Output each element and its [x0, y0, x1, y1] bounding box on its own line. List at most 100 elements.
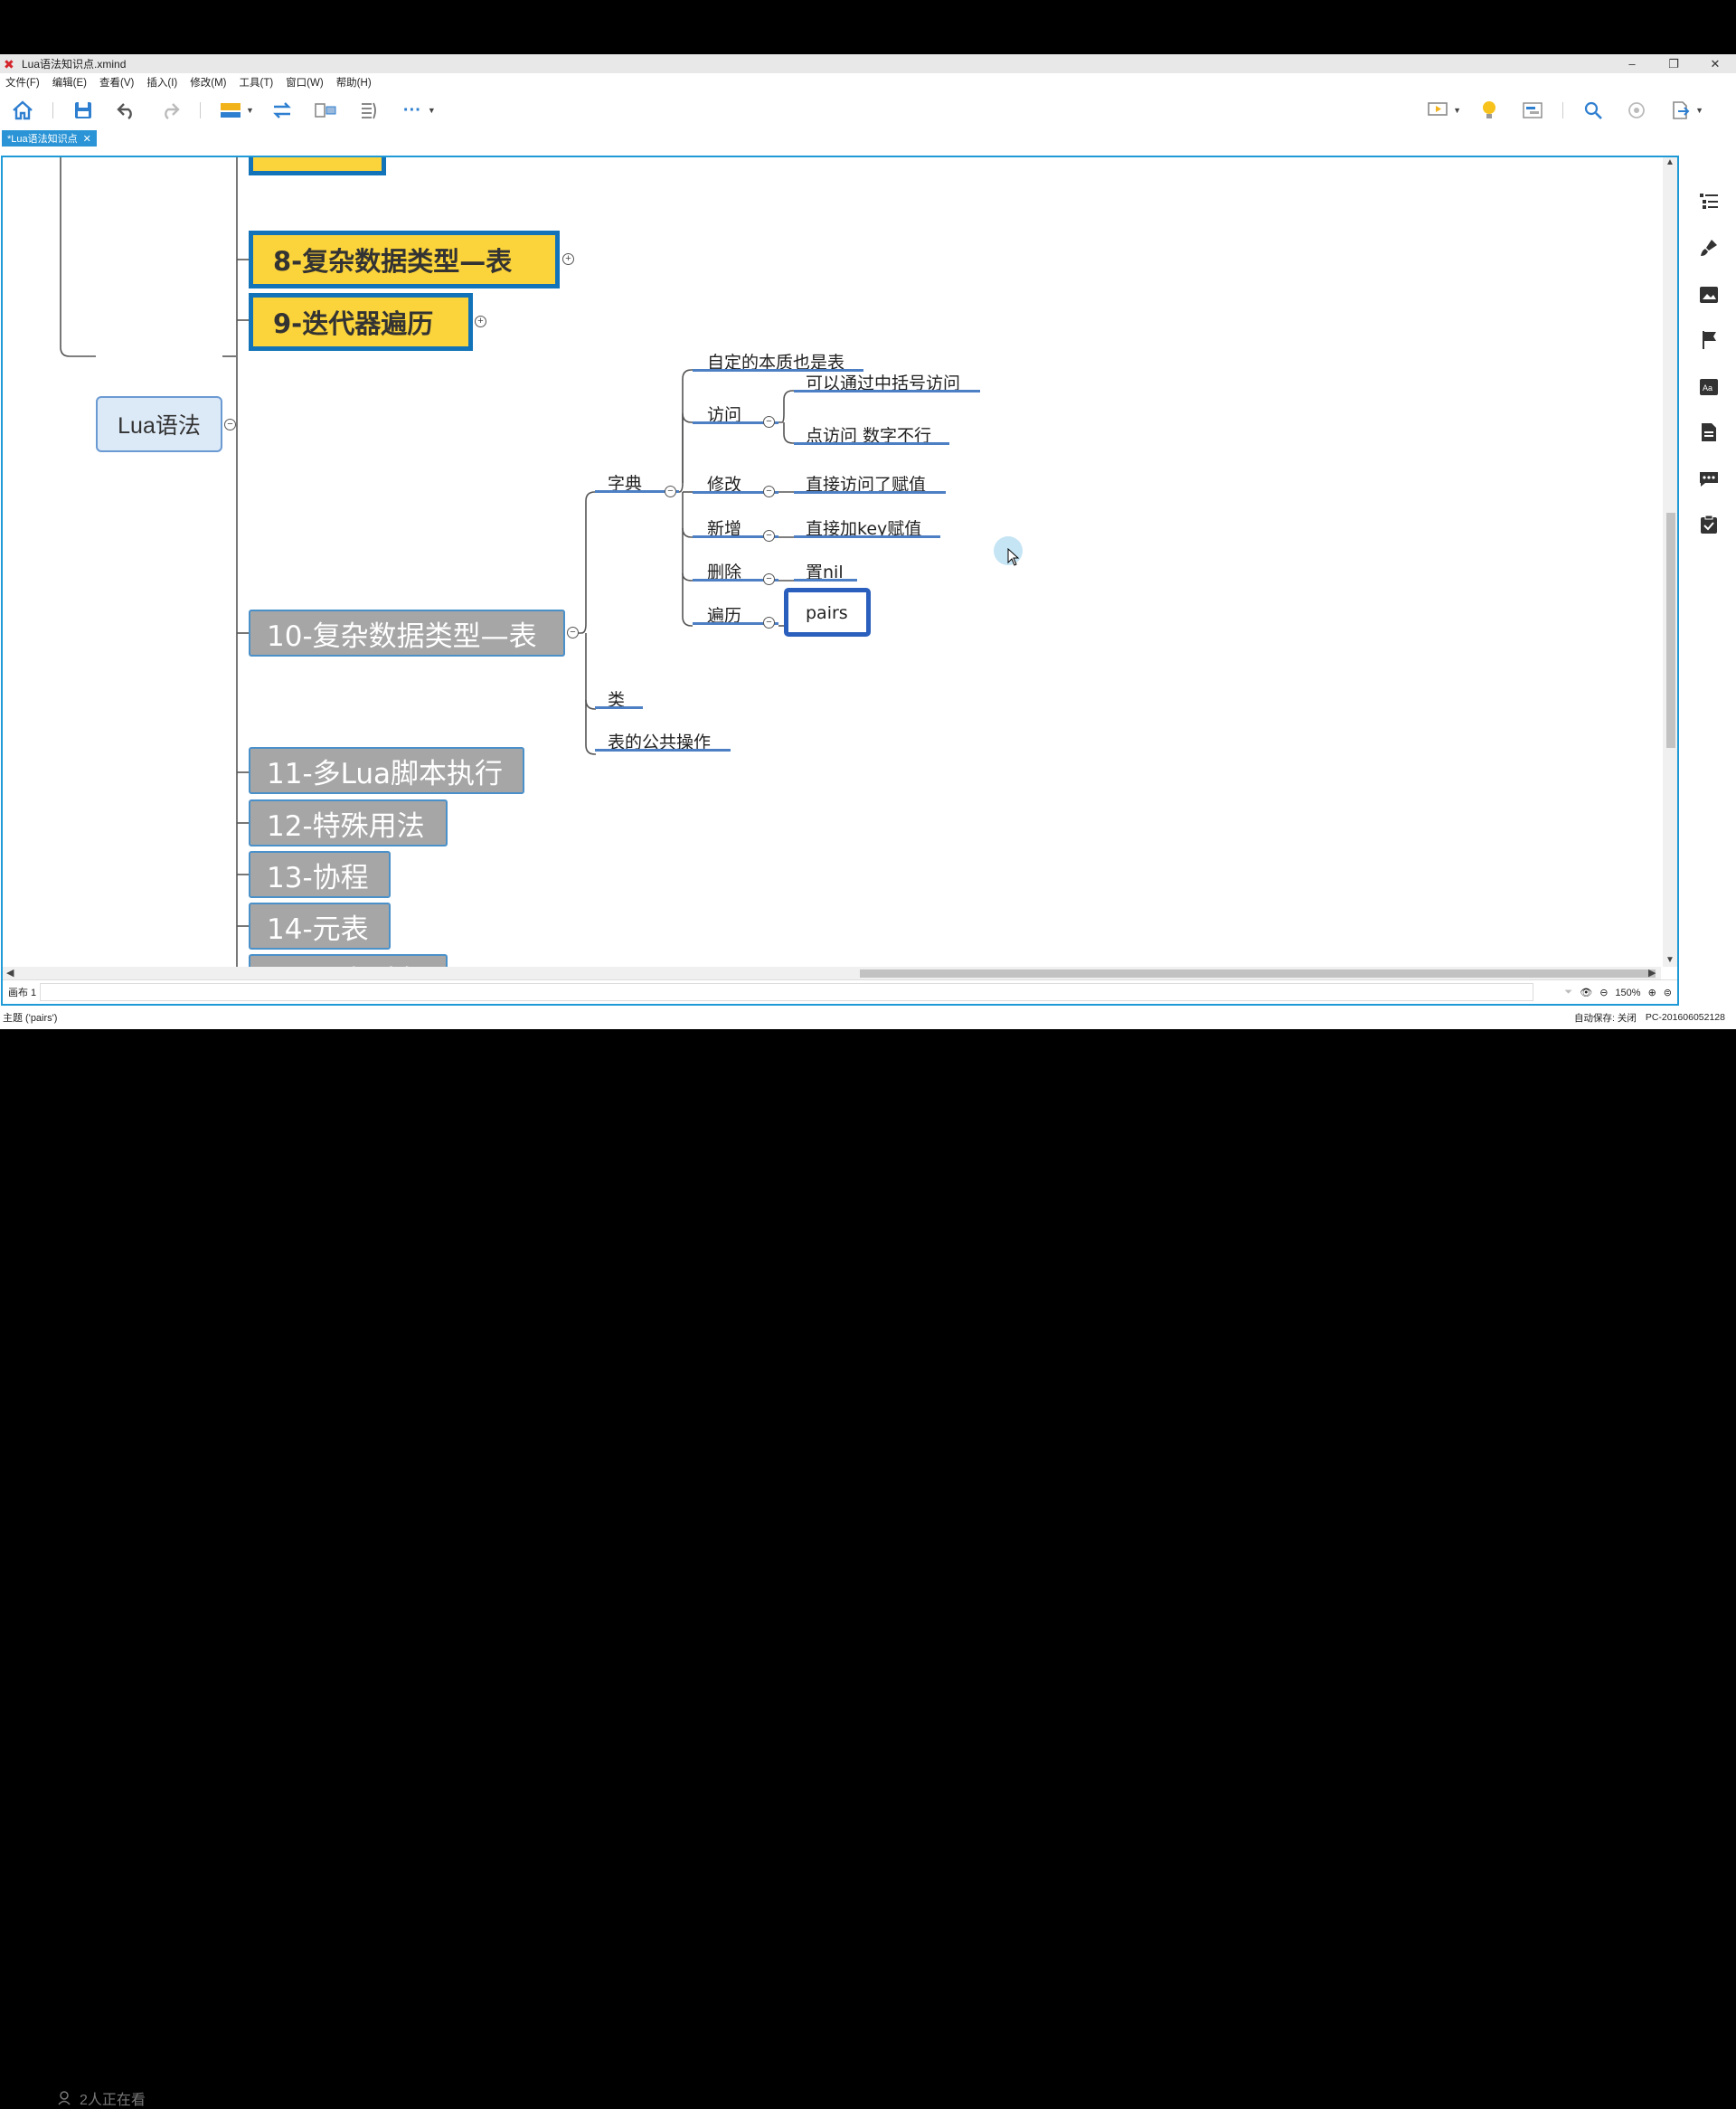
- scroll-left-icon[interactable]: ◀: [6, 968, 14, 979]
- notes-document-icon[interactable]: [1698, 421, 1720, 443]
- zoom-menu-icon[interactable]: ⊜: [1663, 988, 1672, 998]
- redo-icon[interactable]: [156, 97, 184, 124]
- zoom-out-icon[interactable]: ⊖: [1599, 988, 1609, 998]
- tab-close-icon[interactable]: ✕: [82, 133, 91, 145]
- subtopic-delete[interactable]: 删除: [707, 563, 742, 582]
- viewers-icon: [58, 2091, 71, 2105]
- subtopic-iterate-pairs[interactable]: pairs: [806, 603, 848, 623]
- menu-view[interactable]: 查看(V): [99, 78, 135, 89]
- subtopic-class[interactable]: 类: [608, 690, 626, 710]
- expand-toggle-icon[interactable]: +: [562, 253, 574, 265]
- export-icon[interactable]: [1666, 97, 1694, 124]
- mindmap-canvas[interactable]: 8-复杂数据类型—表 + 9-迭代器遍历 + Lua语法 − 10-复杂数据类型…: [3, 157, 1661, 967]
- subtopic-iterate[interactable]: 遍历: [707, 606, 742, 626]
- close-window-button[interactable]: ✕: [1710, 57, 1721, 71]
- view-eye-icon[interactable]: 👁: [1580, 988, 1593, 998]
- summary-icon[interactable]: [312, 97, 339, 124]
- outline-list-icon[interactable]: [1698, 190, 1720, 212]
- topic-7-partial[interactable]: [249, 157, 386, 175]
- collapse-toggle-icon[interactable]: −: [763, 573, 775, 585]
- subtopic-delete-value[interactable]: 置nil: [806, 563, 844, 582]
- collapse-toggle-icon[interactable]: −: [665, 486, 676, 497]
- subtopic-access[interactable]: 访问: [707, 405, 742, 425]
- comments-icon[interactable]: [1698, 468, 1720, 490]
- boundary-icon[interactable]: [355, 97, 382, 124]
- zoom-in-icon[interactable]: ⊕: [1647, 988, 1656, 998]
- vertical-scroll-thumb[interactable]: [1666, 513, 1675, 748]
- menu-edit[interactable]: 编辑(E): [52, 78, 88, 89]
- format-brush-icon[interactable]: [1698, 237, 1720, 259]
- sticker-text-icon[interactable]: Aa: [1698, 376, 1720, 398]
- filter-icon[interactable]: ⏷: [1564, 987, 1573, 998]
- collapse-toggle-icon[interactable]: −: [567, 627, 579, 638]
- menu-tools[interactable]: 工具(T): [239, 78, 274, 89]
- topic-14[interactable]: 14-元表: [249, 903, 391, 950]
- presentation-dropdown-icon[interactable]: ▼: [1453, 106, 1462, 115]
- topic-dropdown-icon[interactable]: ▼: [246, 106, 254, 115]
- marker-flag-icon[interactable]: [1698, 329, 1720, 351]
- collapse-toggle-icon[interactable]: −: [763, 416, 775, 428]
- minimize-button[interactable]: –: [1628, 57, 1636, 71]
- document-tab-label: *Lua语法知识点: [7, 134, 78, 145]
- menu-insert[interactable]: 插入(I): [146, 78, 178, 89]
- topic-10[interactable]: 10-复杂数据类型—表: [249, 610, 565, 657]
- collapse-toggle-icon[interactable]: −: [763, 530, 775, 542]
- export-dropdown-icon[interactable]: ▼: [1695, 106, 1703, 115]
- subtopic-add-value[interactable]: 直接加key赋值: [806, 519, 922, 539]
- topic-15[interactable]: 15-面向对象: [249, 954, 448, 967]
- topic-9-label: 9-迭代器遍历: [273, 308, 434, 339]
- collapse-toggle-icon[interactable]: −: [224, 419, 236, 430]
- subtopic-essence[interactable]: 自定的本质也是表: [707, 353, 845, 373]
- scroll-up-icon[interactable]: ▲: [1665, 157, 1675, 167]
- topic-9[interactable]: 9-迭代器遍历: [249, 293, 473, 351]
- sheet-tab[interactable]: 画布 1: [8, 988, 37, 998]
- horizontal-scroll-thumb[interactable]: [860, 969, 1656, 978]
- presentation-icon[interactable]: [1424, 97, 1451, 124]
- vertical-scrollbar[interactable]: ▲ ▼: [1663, 157, 1677, 967]
- autosave-status[interactable]: 自动保存: 关闭: [1573, 1012, 1637, 1024]
- topic-11[interactable]: 11-多Lua脚本执行: [249, 747, 524, 794]
- zoom-level[interactable]: 150%: [1615, 987, 1641, 998]
- task-clipboard-icon[interactable]: [1698, 514, 1720, 535]
- scroll-right-icon[interactable]: ▶: [1648, 968, 1656, 979]
- share-icon[interactable]: [1623, 97, 1650, 124]
- more-dropdown-icon[interactable]: ▼: [427, 106, 436, 115]
- topic-13-label: 13-协程: [267, 861, 369, 894]
- image-icon[interactable]: [1698, 284, 1720, 306]
- subtopic-modify[interactable]: 修改: [707, 475, 742, 495]
- collapse-toggle-icon[interactable]: −: [763, 486, 775, 497]
- relationship-icon[interactable]: [269, 97, 296, 124]
- scroll-down-icon[interactable]: ▼: [1665, 955, 1675, 965]
- subtopic-access-dot[interactable]: 点访问 数字不行: [806, 426, 932, 446]
- undo-icon[interactable]: [113, 97, 140, 124]
- menu-help[interactable]: 帮助(H): [335, 78, 372, 89]
- selected-topic-pairs[interactable]: [784, 588, 871, 637]
- subtopic-modify-value[interactable]: 直接访问了赋值: [806, 475, 927, 495]
- gantt-icon[interactable]: [1519, 97, 1546, 124]
- menu-file[interactable]: 文件(F): [5, 78, 40, 89]
- horizontal-scrollbar[interactable]: ◀ ▶: [3, 967, 1661, 979]
- topic-13[interactable]: 13-协程: [249, 851, 391, 898]
- save-icon[interactable]: [70, 97, 97, 124]
- more-icon[interactable]: ···: [402, 99, 421, 120]
- collapse-toggle-icon[interactable]: −: [763, 617, 775, 629]
- restore-button[interactable]: ❐: [1668, 57, 1679, 71]
- topic-insert-icon[interactable]: [217, 97, 244, 124]
- topic-8[interactable]: 8-复杂数据类型—表: [249, 231, 560, 288]
- menu-window[interactable]: 窗口(W): [286, 78, 324, 89]
- menu-bar: 文件(F) 编辑(E) 查看(V) 插入(I) 修改(M) 工具(T) 窗口(W…: [0, 73, 1736, 91]
- home-icon[interactable]: [9, 97, 36, 124]
- underline: [794, 442, 949, 445]
- subtopic-dict[interactable]: 字典: [608, 474, 643, 494]
- brainstorm-bulb-icon[interactable]: [1476, 97, 1503, 124]
- menu-modify[interactable]: 修改(M): [190, 78, 227, 89]
- document-tab-bar: *Lua语法知识点 ✕: [0, 129, 1736, 147]
- subtopic-common-ops[interactable]: 表的公共操作: [608, 733, 712, 752]
- expand-toggle-icon[interactable]: +: [475, 316, 486, 327]
- subtopic-access-bracket[interactable]: 可以通过中括号访问: [806, 374, 961, 393]
- central-topic[interactable]: Lua语法: [96, 396, 222, 452]
- document-tab[interactable]: *Lua语法知识点 ✕: [2, 130, 97, 147]
- search-icon[interactable]: [1580, 97, 1607, 124]
- subtopic-add[interactable]: 新增: [707, 519, 742, 539]
- topic-12[interactable]: 12-特殊用法: [249, 799, 448, 846]
